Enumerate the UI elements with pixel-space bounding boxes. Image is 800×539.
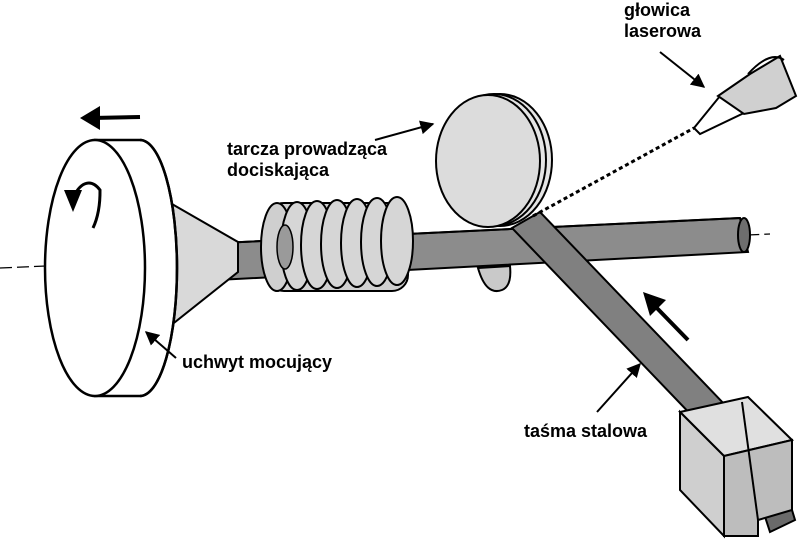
wound-coil [260, 196, 414, 292]
leader-laser-head [659, 51, 706, 88]
chuck-disc [43, 138, 179, 398]
label-laser-head-line1: głowica [624, 0, 691, 20]
label-steel-strip: taśma stalowa [524, 421, 648, 441]
support-bump [476, 264, 512, 292]
curved-arrow-icon [64, 181, 102, 229]
label-chuck: uchwyt mocujący [182, 352, 333, 372]
guide-disc [435, 93, 553, 228]
arrow-icon [643, 292, 690, 342]
label-guide-disc-line1: tarcza prowadząca [227, 139, 388, 159]
leader-steel-strip [596, 362, 641, 413]
label-guide-disc-line2: dociskająca [227, 160, 330, 180]
arrow-icon [80, 106, 141, 130]
leader-guide-disc [374, 120, 435, 141]
label-guide-disc: tarcza prowadząca dociskająca [227, 139, 387, 181]
laser-beam [532, 126, 695, 218]
label-laser-head-line2: laserowa [624, 21, 702, 41]
leader-chuck [144, 331, 177, 359]
laser-head [692, 54, 798, 136]
strip-clamp [678, 395, 795, 539]
label-laser-head: głowica laserowa [624, 0, 701, 42]
